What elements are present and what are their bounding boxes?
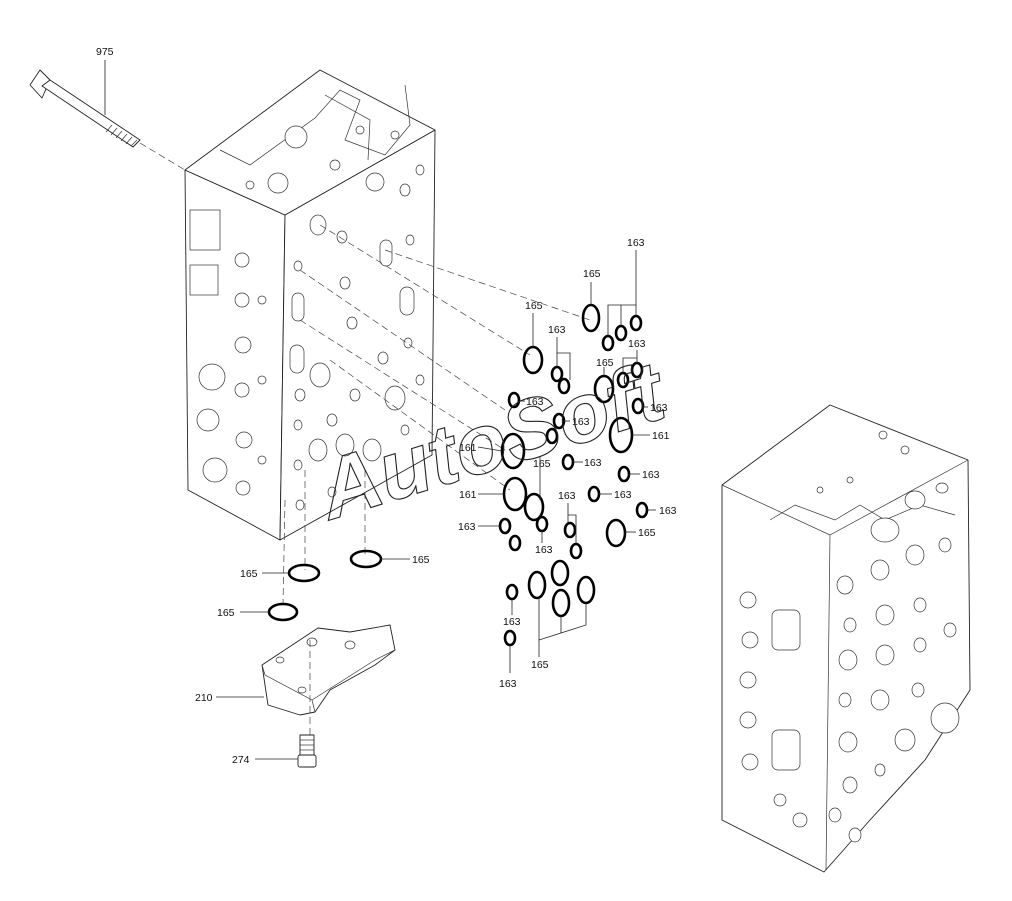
label-163: 163 (650, 402, 668, 414)
label-163: 163 (458, 521, 476, 533)
label-163: 163 (572, 416, 590, 428)
label-165: 165 (596, 357, 614, 369)
label-165: 165 (583, 268, 601, 280)
bolt-975 (29, 69, 186, 171)
label-210: 210 (195, 692, 213, 704)
label-163: 163 (628, 338, 646, 350)
label-975: 975 (96, 46, 114, 58)
screw-274 (297, 734, 317, 768)
label-161: 161 (459, 442, 477, 454)
label-163: 163 (503, 616, 521, 628)
projection-lines (282, 224, 591, 735)
label-165: 165 (412, 554, 430, 566)
label-165: 165 (531, 659, 549, 671)
label-274: 274 (232, 754, 250, 766)
label-163: 163 (614, 489, 632, 501)
label-163: 163 (584, 457, 602, 469)
label-163: 163 (526, 396, 544, 408)
label-165: 165 (638, 527, 656, 539)
label-163: 163 (499, 678, 517, 690)
leader-lines (104, 60, 656, 760)
label-163: 163 (659, 505, 677, 517)
label-161: 161 (652, 430, 670, 442)
label-165: 165 (533, 458, 551, 470)
label-165: 165 (240, 568, 258, 580)
label-163: 163 (548, 324, 566, 336)
label-165: 165 (217, 607, 235, 619)
valve-body-right (721, 404, 971, 873)
label-163: 163 (627, 237, 645, 249)
valve-body-left (184, 69, 436, 541)
label-161: 161 (459, 489, 477, 501)
label-163: 163 (642, 469, 660, 481)
label-165: 165 (525, 300, 543, 312)
label-163: 163 (558, 490, 576, 502)
cover-plate-210 (261, 624, 396, 716)
callout-labels: 975 163 165 165 163 163 165 163 163 163 … (96, 46, 677, 766)
label-163: 163 (535, 544, 553, 556)
